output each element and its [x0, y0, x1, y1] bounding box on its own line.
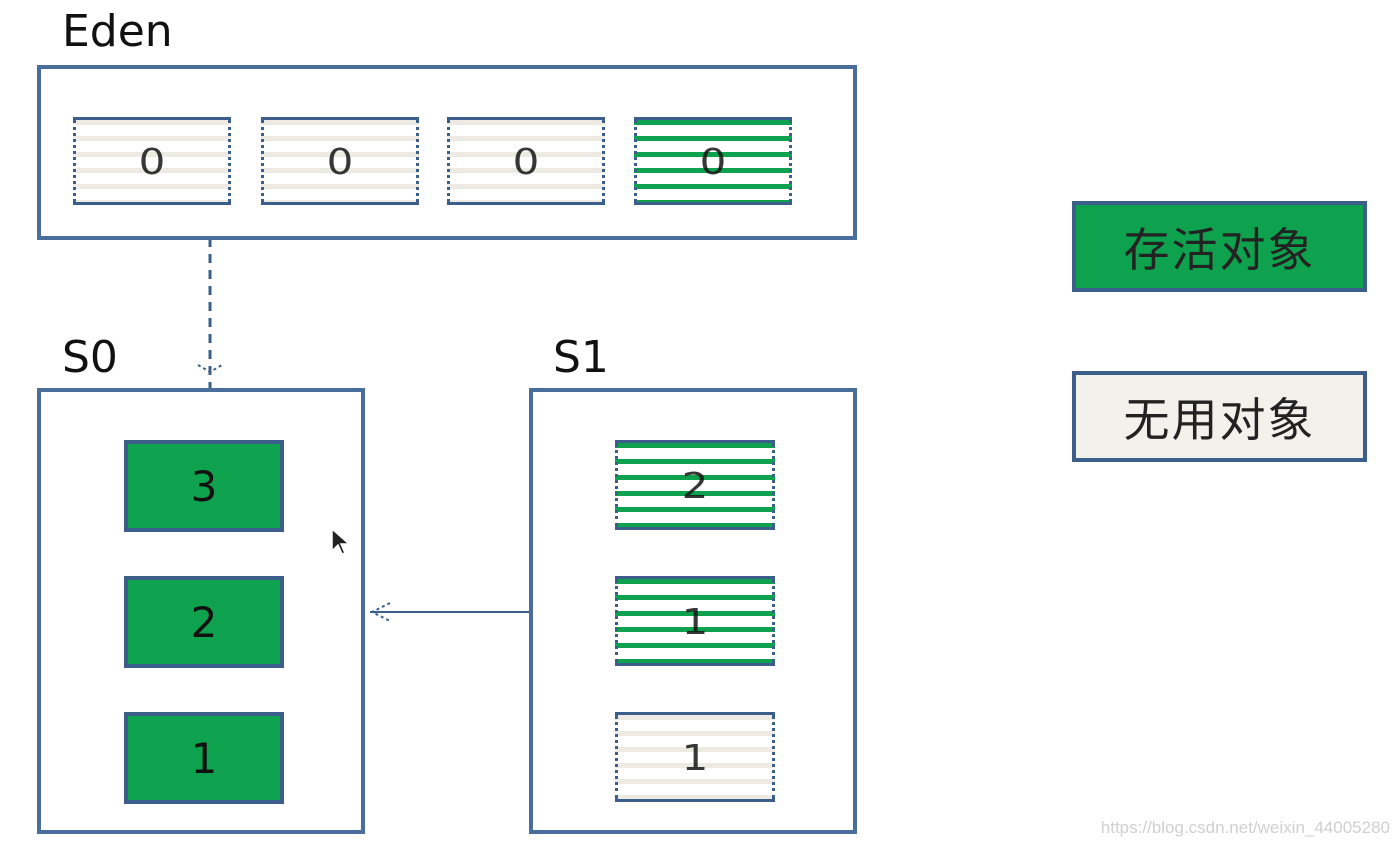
eden-label: Eden [62, 6, 173, 57]
s0-object-2: 2 [124, 576, 284, 668]
s0-object-1-label: 3 [190, 461, 218, 511]
s1-object-1-label: 2 [681, 464, 709, 506]
s1-object-3: 1 [615, 712, 775, 802]
s1-object-1: 2 [615, 440, 775, 530]
s0-object-1: 3 [124, 440, 284, 532]
s0-label: S0 [62, 332, 118, 383]
s1-region: 2 1 1 [529, 388, 857, 834]
watermark: https://blog.csdn.net/weixin_44005280 [1100, 818, 1390, 837]
s0-object-3-label: 1 [190, 733, 218, 783]
eden-object-3-label: 0 [512, 140, 540, 182]
eden-to-s0-arrowhead [197, 364, 223, 374]
legend-dead-object: 无用对象 [1072, 371, 1367, 462]
mouse-cursor-icon [331, 527, 351, 555]
eden-object-3: 0 [447, 117, 605, 205]
eden-object-2: 0 [261, 117, 419, 205]
eden-region: 0 0 0 0 [37, 65, 857, 240]
s1-to-s0-arrowhead [369, 602, 391, 622]
eden-object-4-label: 0 [699, 140, 727, 182]
s0-object-2-label: 2 [190, 597, 218, 647]
eden-object-1: 0 [73, 117, 231, 205]
s1-object-2: 1 [615, 576, 775, 666]
s0-object-3: 1 [124, 712, 284, 804]
legend-live-object: 存活对象 [1072, 201, 1367, 292]
s1-object-3-label: 1 [681, 736, 709, 778]
s1-label: S1 [553, 332, 609, 383]
s0-region: 3 2 1 [37, 388, 365, 834]
eden-object-4: 0 [634, 117, 792, 205]
eden-object-1-label: 0 [138, 140, 166, 182]
s1-object-2-label: 1 [681, 600, 709, 642]
eden-object-2-label: 0 [326, 140, 354, 182]
